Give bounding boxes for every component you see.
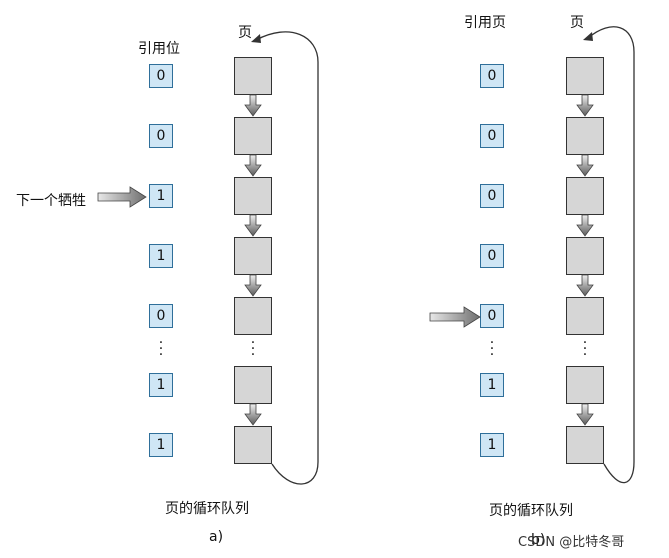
panel-a-page-header: 页 xyxy=(238,25,252,41)
panel-b-page-frame xyxy=(566,297,604,335)
panel-b-ref-ellipsis: ··· xyxy=(489,335,495,363)
panel-b-ref-bit: 1 xyxy=(480,373,504,397)
panel-b-page-frame xyxy=(566,117,604,155)
panel-a-sub-label: a) xyxy=(209,529,224,545)
panel-a-next-victim-label: 下一个牺牲 xyxy=(16,193,86,209)
panel-a-page-frame xyxy=(234,237,272,275)
panel-a-page-ellipsis: ··· xyxy=(250,335,256,363)
panel-b-sub-label: b) xyxy=(531,532,546,548)
panel-b-ref-bit: 0 xyxy=(480,304,504,328)
panel-a-ref-ellipsis: ··· xyxy=(158,335,164,363)
panel-a-page-frame xyxy=(234,117,272,155)
panel-a-page-frame xyxy=(234,297,272,335)
panel-a-loop xyxy=(255,31,319,485)
panel-a-ref-bit: 0 xyxy=(149,124,173,148)
panel-a-page-frame xyxy=(234,426,272,464)
panel-a-ref-bit: 0 xyxy=(149,304,173,328)
panel-a-down-arrows xyxy=(244,94,262,426)
panel-b-ref-bit: 0 xyxy=(480,64,504,88)
panel-a-victim-arrow xyxy=(97,186,147,208)
panel-b-down-arrows xyxy=(576,94,594,426)
panel-b-page-frame xyxy=(566,426,604,464)
csdn-watermark: CSDN @比特冬哥 xyxy=(518,535,625,550)
panel-a-ref-bit: 1 xyxy=(149,433,173,457)
panel-b-ref-bit: 0 xyxy=(480,124,504,148)
panel-b-page-frame xyxy=(566,237,604,275)
panel-a-page-frame xyxy=(234,57,272,95)
panel-a-queue-caption: 页的循环队列 xyxy=(165,501,249,517)
panel-a-ref-bit: 1 xyxy=(149,184,173,208)
panel-b-ref-bit: 1 xyxy=(480,433,504,457)
panel-b-queue-caption: 页的循环队列 xyxy=(489,503,573,519)
panel-b-page-frame xyxy=(566,366,604,404)
panel-a-ref-header: 引用位 xyxy=(138,41,180,57)
panel-b-ref-bit: 0 xyxy=(480,184,504,208)
panel-b-loop xyxy=(587,26,635,484)
panel-a-page-frame xyxy=(234,366,272,404)
panel-a-ref-bit: 1 xyxy=(149,244,173,268)
panel-a-page-frame xyxy=(234,177,272,215)
panel-a-ref-bit: 1 xyxy=(149,373,173,397)
panel-b-page-header: 页 xyxy=(570,15,584,31)
panel-a-ref-bit: 0 xyxy=(149,64,173,88)
panel-b-page-frame xyxy=(566,177,604,215)
panel-b-ref-header: 引用页 xyxy=(464,15,506,31)
panel-b-ref-bit: 0 xyxy=(480,244,504,268)
panel-b-loop-arrowhead xyxy=(583,32,593,41)
panel-a-loop-arrowhead xyxy=(251,34,261,43)
panel-b-page-ellipsis: ··· xyxy=(582,335,588,363)
panel-b-page-frame xyxy=(566,57,604,95)
panel-b-victim-arrow xyxy=(429,306,481,328)
